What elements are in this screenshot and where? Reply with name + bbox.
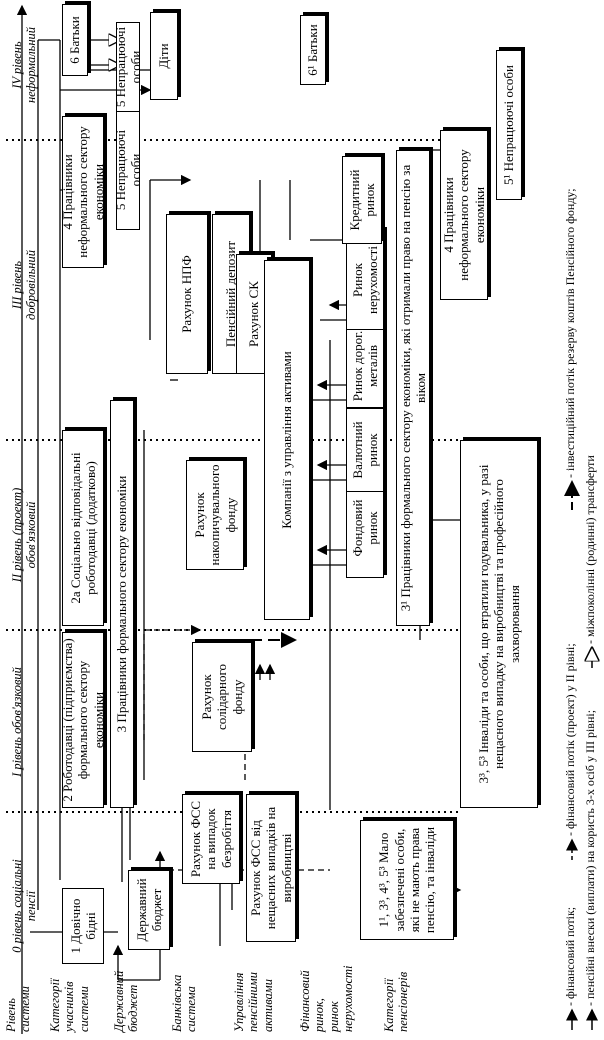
box-parents-6-1: 6¹ Батьки <box>300 15 326 85</box>
box-pension-formal: 3¹ Працівники формального сектору економ… <box>396 150 430 626</box>
legend-financial-project: - фінансовий потік (проект) у ІІ рівні; <box>563 643 577 836</box>
row-label-pensioners: Категорії пенсіонерів <box>382 971 411 1032</box>
box-credit-market: Кредитний ринок <box>342 156 382 244</box>
box-children: Діти <box>150 12 178 100</box>
row-label-asset-management: Управління пенсійними активами <box>232 972 275 1032</box>
box-pension-disabled: 3³, 5³ Інваліди та особи, що втратили го… <box>460 440 538 808</box>
box-employers: 2 Роботодавці (підприємства) формального… <box>62 632 104 808</box>
box-pension-poor: 1¹, 3³, 4³, 5³ Мало забезпечені особи, я… <box>360 820 454 940</box>
row-label-participants: Категорії учасників системи <box>48 978 91 1032</box>
legend-contributions: - пенсійні внески (виплати) на користь 3… <box>583 709 597 1006</box>
box-npf-account: Рахунок НПФ <box>166 214 208 374</box>
box-unemployed-5b: 5 Непрацюючі особи <box>116 22 140 112</box>
level-4-heading: IV рівень неформальний <box>10 26 39 104</box>
level-separators <box>6 139 460 813</box>
box-formal-workers: 3 Працівники формального сектору економі… <box>110 400 134 808</box>
box-asset-companies: Компанії з управління активами <box>264 260 310 620</box>
box-currency-market: Валютний ринок <box>346 408 384 492</box>
row-label-state-budget: Державний бюджет <box>112 970 141 1032</box>
legend-transfers: - міжпоколінні (родинні) трансферти <box>583 455 597 644</box>
row-label-system-level: Рівень системи <box>4 986 33 1032</box>
box-parents-6: 6 Батьки <box>62 4 88 76</box>
level-2-heading: ІІ рівень (проект) обов'язковий <box>10 487 39 583</box>
box-realestate-market: Ринок нерухомості <box>346 230 384 330</box>
box-solidarity-fund: Рахунок солідарного фонду <box>192 642 252 752</box>
investment-flows <box>249 602 297 680</box>
legend-marks <box>564 480 592 1030</box>
level-1-heading: І рівень обов'язковий <box>10 667 24 777</box>
box-unemployed-5: 5 Непрацюючі особи <box>116 110 140 230</box>
row-label-banking: Банківська система <box>170 974 199 1032</box>
box-fss-unemployment: Рахунок ФСС на випадок безробіття <box>182 794 240 884</box>
box-unemployed-5-1: 5¹ Непрацюючі особи <box>496 50 522 200</box>
level-3-heading: ІІІ рівень добровільний <box>10 250 39 320</box>
legend-investment: - інвестиційний потік резерву коштів Пен… <box>563 188 577 478</box>
row-label-financial-market: Фінансовий ринок, ринок нерухомості <box>298 965 356 1032</box>
level-0-heading: 0 рівень соціальні пенсії <box>10 859 39 953</box>
box-state-budget: Державний бюджет <box>128 870 170 950</box>
legend-financial: - фінансовий потік; <box>563 906 577 1006</box>
box-employers-responsible: 2а Соціально відповідальні роботодавці (… <box>62 430 104 626</box>
box-accumulation-fund: Рахунок накопичувального фонду <box>186 460 244 570</box>
box-informal-workers-b: 4 Працівники неформального сектору еконо… <box>440 130 488 300</box>
box-informal-workers-a: 4 Працівники неформального сектору еконо… <box>62 116 104 268</box>
box-poor: 1 Довічно бідні <box>62 888 104 964</box>
box-fss-accidents: Рахунок ФСС від нещасних випадків на вир… <box>246 794 296 942</box>
box-metals-market: Ринок дорог. металів <box>346 324 384 408</box>
box-stock-market: Фондовий ринок <box>346 478 384 578</box>
